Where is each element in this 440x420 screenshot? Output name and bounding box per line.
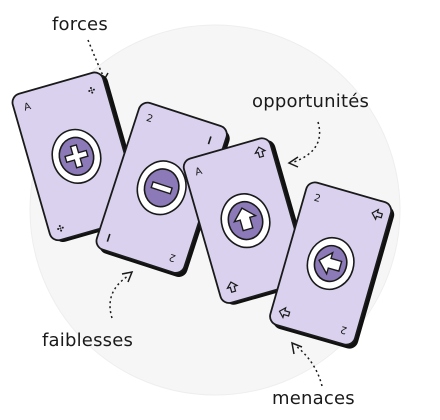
label-weaknesses: faiblesses [42, 330, 133, 351]
label-forces: forces [52, 14, 108, 35]
label-opportunities: opportunités [252, 91, 369, 112]
label-threats: menaces [272, 388, 355, 409]
